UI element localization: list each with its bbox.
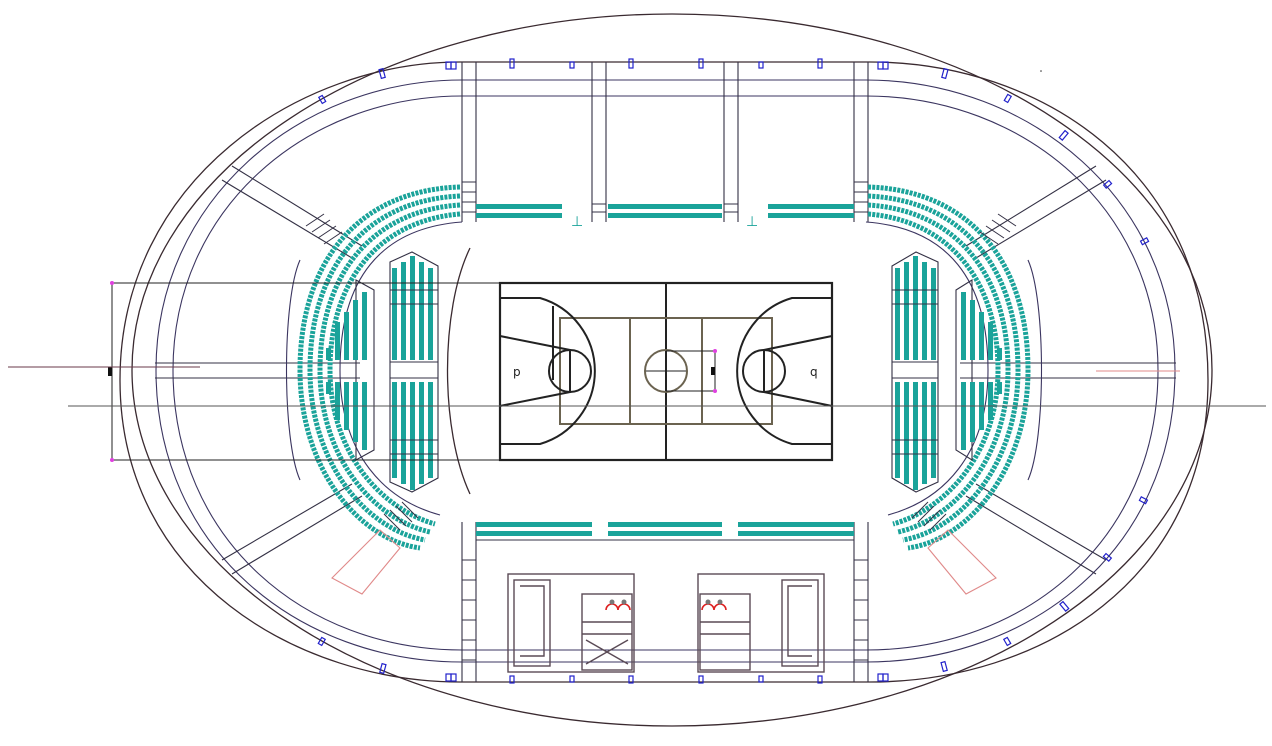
seating-right-curved (865, 184, 1043, 551)
top-right-marker: ⊥ (746, 214, 758, 230)
top-halls (461, 62, 869, 222)
basketball-court: p q (498, 281, 834, 462)
stray-point (1040, 70, 1042, 72)
seating-left-curved (285, 184, 463, 551)
structural-columns (317, 58, 1150, 684)
seating-top: ⊥ ⊥ (476, 204, 854, 230)
left-hoop-label: p (513, 365, 521, 379)
outer-shell (119, 13, 1213, 727)
seating-right-inner (891, 251, 1002, 493)
radial-corridors (155, 165, 1176, 575)
top-left-marker: ⊥ (571, 214, 583, 230)
corner-stairs (305, 213, 1017, 531)
seating-bottom (476, 522, 854, 536)
dimension-lines (8, 281, 1266, 462)
toilet-block-right (697, 573, 825, 673)
bottom-halls (461, 522, 869, 682)
seating-left-inner (326, 247, 471, 495)
toilet-block-left (507, 573, 635, 673)
concourse-rings (155, 79, 1176, 663)
right-hoop-label: q (810, 365, 818, 379)
emergency-exit-ramps (331, 370, 1180, 595)
